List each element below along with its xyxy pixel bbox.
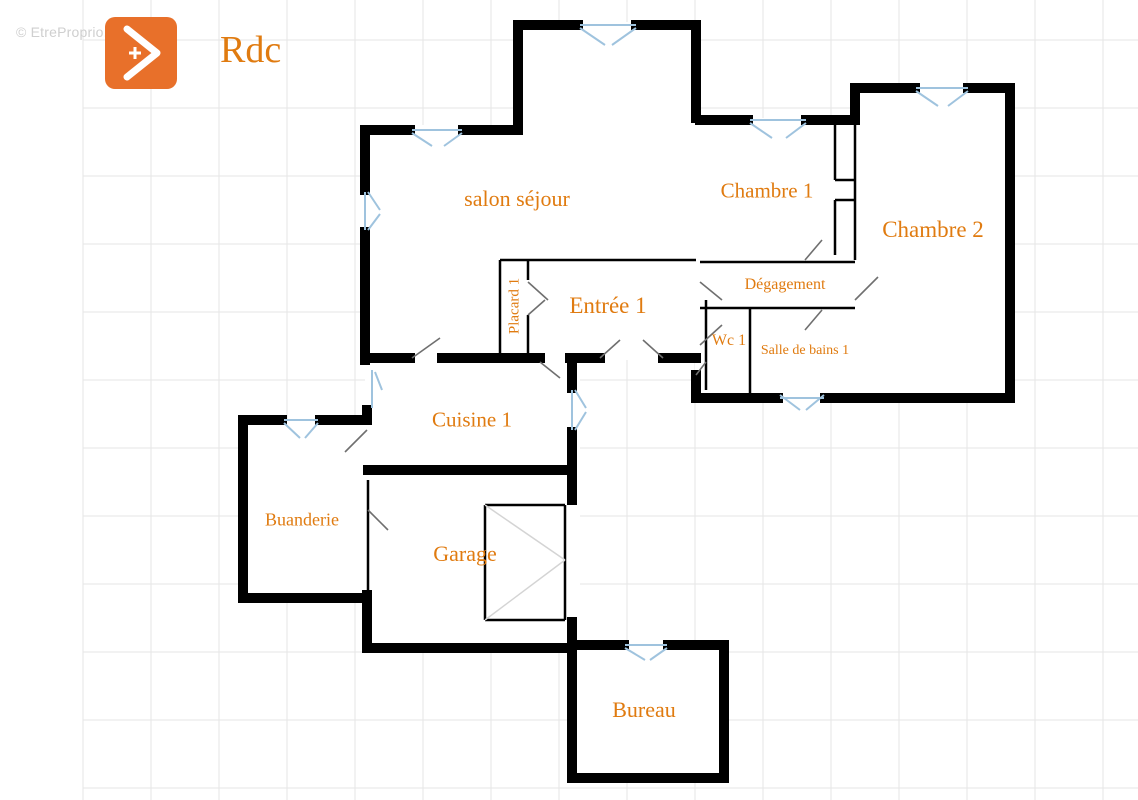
room-label-buanderie: Buanderie (265, 509, 339, 530)
room-label-chambre2: Chambre 2 (882, 217, 984, 242)
wall-buanderie-top (315, 405, 372, 425)
wall-ch2-top (963, 83, 1015, 403)
room-label-placard: Placard 1 (506, 277, 523, 335)
room-label-degagement: Dégagement (744, 276, 826, 293)
room-label-chambre1: Chambre 1 (720, 178, 814, 203)
room-label-bureau: Bureau (612, 697, 676, 722)
stair-hint (484, 504, 566, 621)
room-label-salle-de-bains: Salle de bains 1 (760, 343, 850, 358)
room-label-salon: salon séjour (464, 186, 570, 211)
room-label-entree: Entrée 1 (569, 293, 647, 318)
windows (283, 24, 969, 661)
wall-salon-top-2 (458, 20, 583, 135)
wall-salon-top-3 (631, 20, 701, 123)
wall-bureau (567, 640, 729, 783)
room-label-wc: Wc 1 (711, 332, 747, 349)
wall-garage-west (362, 590, 577, 653)
wall-buanderie (238, 415, 372, 603)
partitions (366, 125, 857, 622)
watermark: © EtreProprio.com (16, 24, 135, 40)
wall-ch1-top-2 (801, 83, 920, 125)
logo-arrow-plus-icon (105, 17, 177, 89)
room-label-garage: Garage (433, 541, 497, 566)
floor-fill (240, 22, 1012, 777)
room-label-cuisine: Cuisine 1 (432, 407, 512, 432)
page-title: Rdc (220, 29, 282, 71)
walls (238, 20, 1015, 783)
wall-bottom-right-2 (691, 370, 783, 403)
doors (344, 239, 879, 531)
